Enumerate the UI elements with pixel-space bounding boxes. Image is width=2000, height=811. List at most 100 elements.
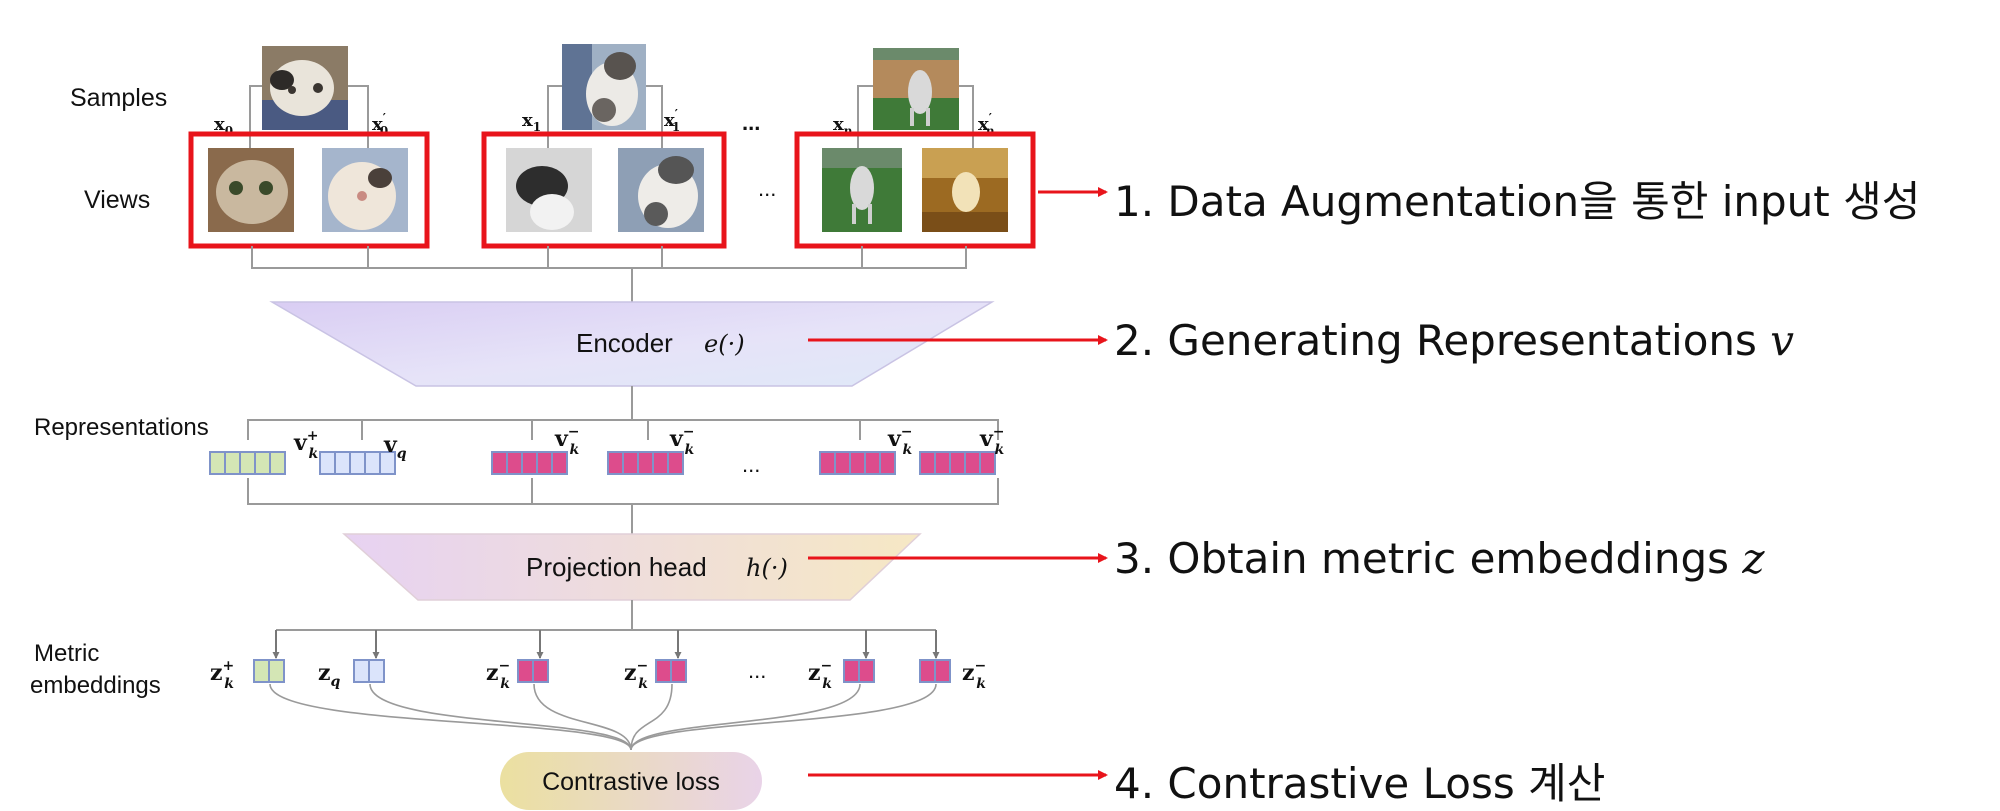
rep-vector-positive-cell	[224, 451, 241, 475]
sample-image-cat-1	[262, 46, 348, 130]
view-image-dog-b	[922, 148, 1008, 232]
rep-label-vk-minus-1: v−k	[554, 424, 580, 458]
rep-vector-negative-1	[491, 451, 568, 475]
rep-vector-negative-4-cell	[934, 451, 951, 475]
metric-label-zq: zq	[318, 660, 341, 690]
step2-label: 2. Generating Representations	[1114, 316, 1757, 365]
contrastive-loss-block: Contrastive loss	[500, 752, 762, 810]
row-label-views: Views	[84, 186, 151, 214]
rep-vector-negative-1-cell	[491, 451, 508, 475]
row-label-samples: Samples	[70, 84, 168, 112]
projection-label: Projection head	[526, 552, 707, 582]
metric-embedding-vectors	[253, 659, 951, 683]
encoder-math: e(·)	[704, 330, 745, 358]
rep-vector-negative-3-cell	[864, 451, 881, 475]
metric-vector-negative-2-cell	[670, 659, 687, 683]
rep-vector-positive-cell	[269, 451, 286, 475]
step-arrows	[808, 187, 1108, 780]
metric-vector-negative-4-cell	[919, 659, 936, 683]
rep-vector-query-cell	[334, 451, 351, 475]
metric-label-zk-minus-2: z−k	[624, 658, 648, 692]
rep-vector-positive-cell	[209, 451, 226, 475]
label-x1: x1	[522, 110, 541, 134]
projection-math: h(·)	[746, 554, 788, 582]
views-ellipsis: ...	[758, 176, 776, 201]
rep-vector-positive-cell	[239, 451, 256, 475]
metric-label-zk-minus-4: z−k	[962, 658, 986, 692]
contrastive-loss-label: Contrastive loss	[542, 768, 720, 796]
metric-vector-negative-3-cell	[858, 659, 875, 683]
rep-label-vk-minus-3: v−k	[887, 424, 913, 458]
metric-vector-query-cell	[353, 659, 370, 683]
step3-label: 3. Obtain metric embeddings	[1114, 534, 1729, 583]
metric-label-zk-plus: z+k	[210, 658, 234, 692]
rep-vector-query-cell	[319, 451, 336, 475]
metric-vector-negative-1	[517, 659, 549, 683]
projection-head-block: Projection head h(·)	[342, 533, 922, 601]
encoder-label: Encoder	[576, 328, 673, 358]
rep-vector-query-cell	[379, 451, 396, 475]
metric-vector-positive-cell	[268, 659, 285, 683]
sample-image-dog	[873, 48, 959, 130]
view-image-cat1-b	[322, 148, 408, 232]
metric-vector-negative-4	[919, 659, 951, 683]
rep-vector-negative-3	[819, 451, 896, 475]
row-label-embeddings: embeddings	[30, 672, 161, 699]
rep-vector-query-cell	[349, 451, 366, 475]
sample-brackets	[249, 85, 974, 150]
rep-vector-negative-1-cell	[536, 451, 553, 475]
sample-image-cat-2	[562, 44, 646, 130]
views-highlight-boxes	[188, 131, 1036, 249]
encoder-block: Encoder e(·)	[269, 301, 995, 387]
rep-vector-negative-2-cell	[667, 451, 684, 475]
view-image-cat2-b	[618, 148, 704, 232]
view-image-dog-a	[822, 148, 902, 232]
loss-curve	[533, 683, 632, 751]
metric-label-zk-minus-3: z−k	[808, 658, 832, 692]
representation-vectors	[209, 451, 996, 475]
rep-vector-negative-3-cell	[879, 451, 896, 475]
rep-label-vk-minus-2: v−k	[669, 424, 695, 458]
rep-vector-negative-1-cell	[551, 451, 568, 475]
metric-vector-negative-3	[843, 659, 875, 683]
rep-label-vk-minus-4: v−k	[979, 424, 1005, 458]
rep-vector-negative-4-cell	[979, 451, 996, 475]
rep-vector-negative-4-cell	[964, 451, 981, 475]
rep-label-vq: vq	[383, 432, 407, 462]
rep-vector-negative-3-cell	[849, 451, 866, 475]
rep-vector-negative-2-cell	[622, 451, 639, 475]
rep-vector-positive-cell	[254, 451, 271, 475]
loss-curve	[630, 683, 673, 751]
step1-text: 1. Data Augmentation을 통한 input 생성	[1114, 177, 1921, 226]
rep-vector-negative-3-cell	[819, 451, 836, 475]
rep-vector-negative-2-cell	[607, 451, 624, 475]
rep-vector-negative-3-cell	[834, 451, 851, 475]
loss-convergence-curves	[269, 683, 937, 751]
views-to-encoder-lines	[251, 246, 967, 302]
loss-curve	[630, 683, 861, 751]
metric-arrows	[272, 630, 940, 659]
label-xn: xn	[833, 114, 853, 138]
view-image-cat1-a	[208, 148, 294, 232]
row-label-representations: Representations	[34, 414, 209, 441]
rep-ellipsis: ...	[742, 452, 760, 477]
projection-to-metric-lines	[276, 600, 936, 631]
rep-vector-positive	[209, 451, 286, 475]
rep-vector-negative-2-cell	[652, 451, 669, 475]
metric-vector-negative-2-cell	[655, 659, 672, 683]
label-x0: x0	[214, 114, 233, 138]
step2-text: 2. Generating Representations v	[1114, 316, 1794, 365]
representations-to-projection-lines	[247, 478, 999, 534]
rep-vector-query-cell	[364, 451, 381, 475]
metric-vector-negative-1-cell	[532, 659, 549, 683]
rep-vector-negative-2-cell	[637, 451, 654, 475]
step4-text: 4. Contrastive Loss 계산	[1114, 759, 1606, 808]
metric-vector-positive-cell	[253, 659, 270, 683]
metric-ellipsis: ...	[748, 658, 766, 683]
loss-curve	[369, 683, 632, 751]
metric-vector-query	[353, 659, 385, 683]
metric-vector-positive	[253, 659, 285, 683]
metric-vector-negative-3-cell	[843, 659, 860, 683]
label-x0-prime: x′0	[372, 111, 388, 138]
metric-vector-negative-2	[655, 659, 687, 683]
